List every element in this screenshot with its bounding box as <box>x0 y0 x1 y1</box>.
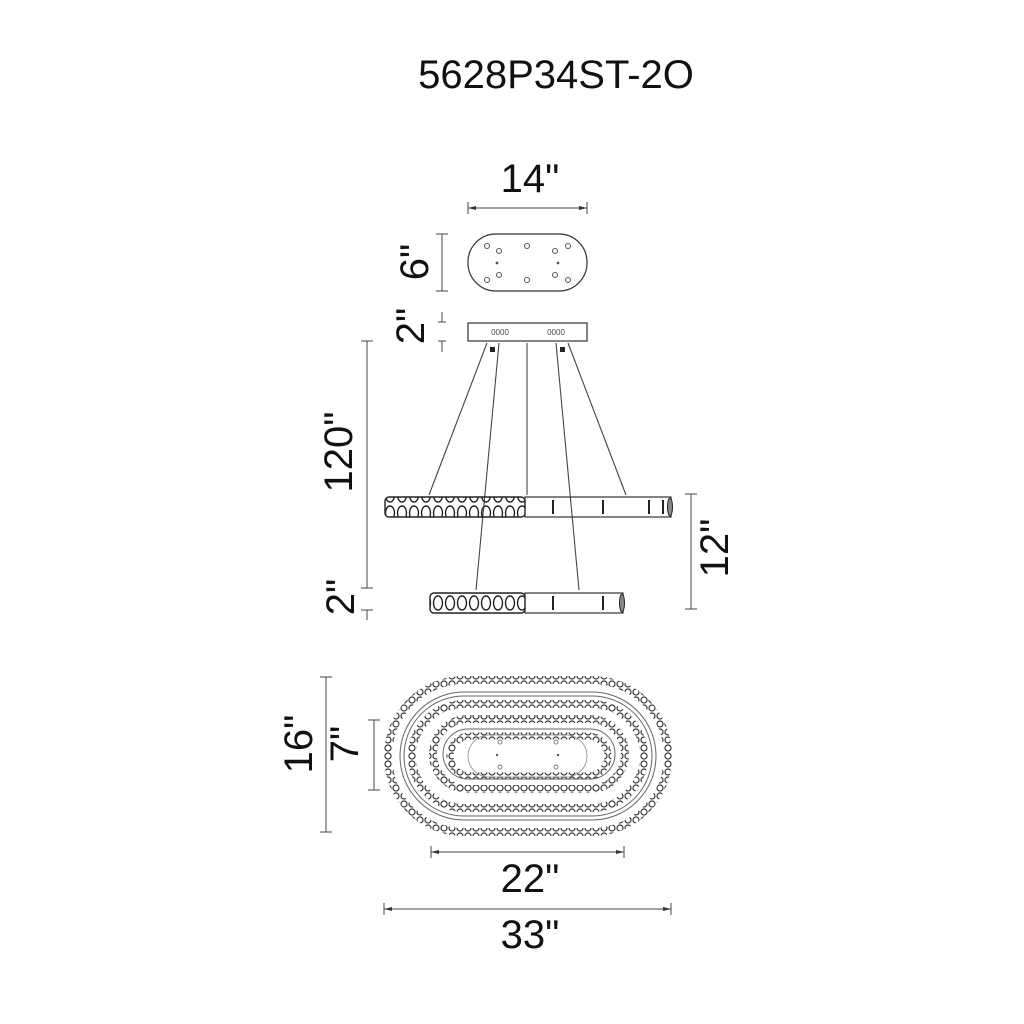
canopy-height-label: 2" <box>389 308 433 344</box>
inner-depth-label: 7" <box>323 726 367 762</box>
svg-text:0000: 0000 <box>491 328 509 337</box>
inner-ring-plan <box>429 715 629 793</box>
upper-ring-side <box>384 496 673 518</box>
canopy-top-view: 14" 6" <box>393 157 588 292</box>
outer-ring-plan <box>384 676 672 836</box>
outer-depth-label: 16" <box>277 715 321 774</box>
svg-text:0000: 0000 <box>547 328 565 337</box>
model-title: 5628P34ST-2O <box>418 53 694 97</box>
canopy-depth-label: 6" <box>393 244 437 280</box>
outer-width-label: 33" <box>501 913 560 957</box>
lower-ring-side <box>429 592 625 614</box>
canopy-plate <box>467 233 588 292</box>
canopy-side <box>467 322 588 342</box>
overall-height-label: 120" <box>317 412 361 493</box>
ring-spacing-label: 12" <box>693 519 737 578</box>
plan-view: 16" 7" 22" 33" <box>277 676 672 957</box>
inner-width-label: 22" <box>501 857 560 901</box>
side-elevation-view: 2" 0000 0000 120" <box>317 308 737 620</box>
ring-thickness-label: 2" <box>319 579 363 615</box>
canopy-width-label: 14" <box>501 157 560 201</box>
